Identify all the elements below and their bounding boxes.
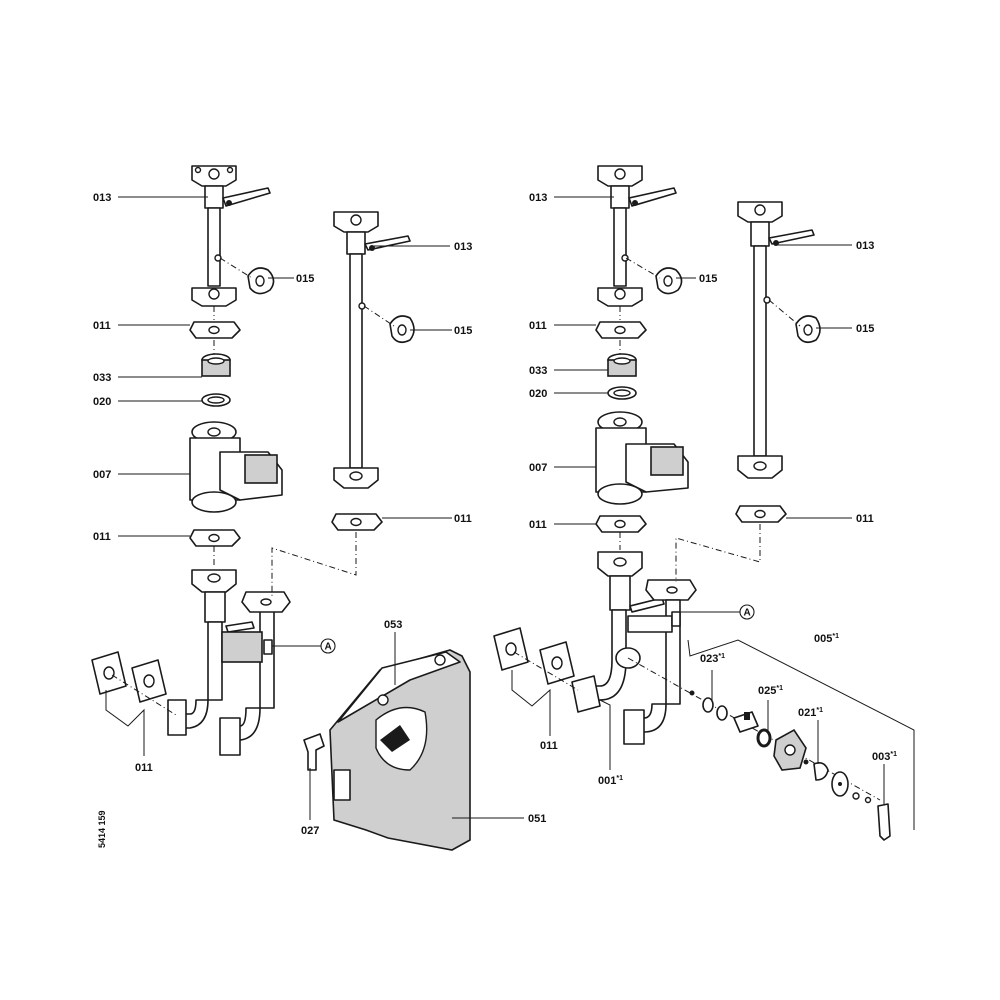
label-051: 051: [528, 813, 546, 825]
part-labels: 013 015 011 033 020 007 011 011 013 015 …: [93, 192, 897, 848]
leader-lines: [105, 196, 885, 820]
ref-circle-a-left: [320, 638, 336, 654]
label-015: 015: [454, 325, 472, 337]
label-025: 025*1: [758, 685, 783, 697]
left-pipe-assembly: [167, 569, 291, 756]
left-adapter-033: [201, 353, 231, 377]
label-011: 011: [856, 513, 874, 525]
label-013: 013: [93, 192, 111, 204]
label-023: 023*1: [700, 653, 725, 665]
left-pump-007: [189, 421, 283, 513]
label-021: 021*1: [798, 707, 823, 719]
left-valve-tall: [333, 211, 411, 489]
label-015: 015: [856, 323, 874, 335]
label-007: 007: [529, 462, 547, 474]
label-011: 011: [540, 740, 558, 752]
sensor-kit: [627, 657, 891, 841]
ref-label-a-left: A: [325, 642, 332, 653]
left-valve-upper: [191, 165, 271, 307]
insulation-shell: [329, 649, 471, 851]
part-023-washer-b: [716, 705, 728, 721]
label-015: 015: [296, 273, 314, 285]
label-011: 011: [135, 762, 153, 774]
ref-label-a-right: A: [744, 608, 751, 619]
label-013: 013: [454, 241, 472, 253]
label-013: 013: [856, 240, 874, 252]
part-021-clip: [813, 762, 829, 781]
part-023-ball: [689, 690, 695, 696]
label-005: 005*1: [814, 633, 839, 645]
right-pipe-assembly: [571, 551, 697, 745]
label-011: 011: [93, 320, 111, 332]
right-pump-007: [595, 411, 689, 505]
clip-027: [303, 733, 325, 771]
part-023-washer-a: [702, 697, 714, 713]
part-003-key: [877, 803, 891, 841]
label-003: 003*1: [872, 751, 897, 763]
right-adapter-033: [607, 353, 637, 377]
label-033: 033: [529, 365, 547, 377]
label-033: 033: [93, 372, 111, 384]
label-020: 020: [529, 388, 547, 400]
label-011: 011: [454, 513, 472, 525]
right-valve-upper: [597, 165, 677, 307]
left-assembly: [91, 165, 415, 756]
label-013: 013: [529, 192, 547, 204]
drawing-number: 5414 159: [97, 810, 107, 848]
label-011: 011: [93, 531, 111, 543]
right-valve-tall: [737, 201, 815, 479]
label-020: 020: [93, 396, 111, 408]
label-015: 015: [699, 273, 717, 285]
label-011: 011: [529, 320, 547, 332]
ref-circle-a-right: [739, 604, 755, 620]
label-027: 027: [301, 825, 319, 837]
label-001: 001*1: [598, 775, 623, 787]
label-053: 053: [384, 619, 402, 631]
part-025-oring: [756, 728, 772, 748]
label-007: 007: [93, 469, 111, 481]
label-011: 011: [529, 519, 547, 531]
right-assembly: [493, 165, 915, 841]
